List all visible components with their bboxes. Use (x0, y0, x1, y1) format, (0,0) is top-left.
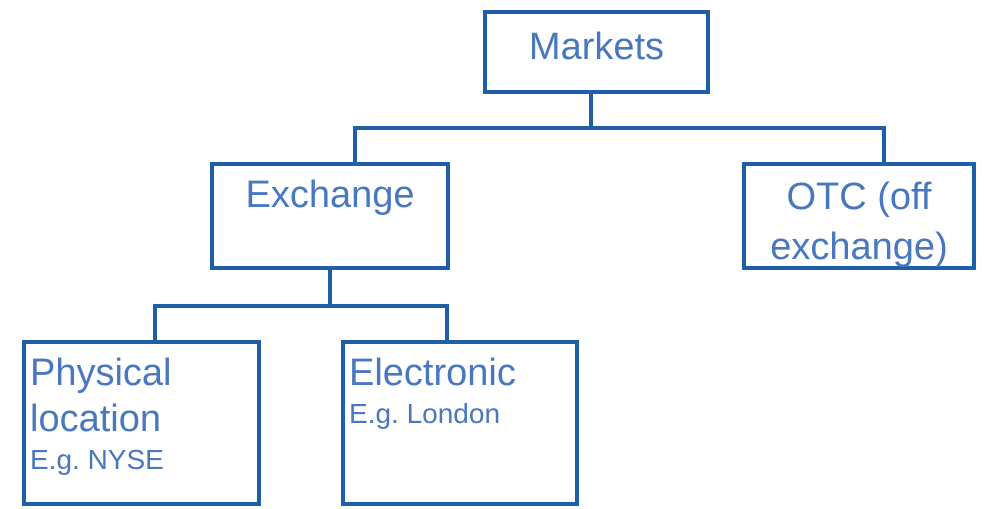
markets-label: Markets (528, 26, 665, 68)
electronic-node: Electronic E.g. London (341, 340, 579, 506)
physical-label-line1: Physical (30, 352, 172, 394)
otc-label-line2: exchange) (770, 226, 948, 268)
otc-node: OTC (off exchange) (742, 162, 976, 270)
physical-example: E.g. NYSE (30, 444, 164, 475)
exchange-node: Exchange (210, 162, 450, 270)
physical-location-node: Physical location E.g. NYSE (22, 340, 261, 506)
physical-label-line2: location (30, 398, 161, 440)
electronic-label: Electronic (349, 352, 516, 394)
exchange-label: Exchange (245, 174, 415, 216)
otc-label-line1: OTC (off (786, 176, 932, 218)
electronic-example: E.g. London (349, 398, 501, 429)
markets-node: Markets (483, 10, 710, 94)
